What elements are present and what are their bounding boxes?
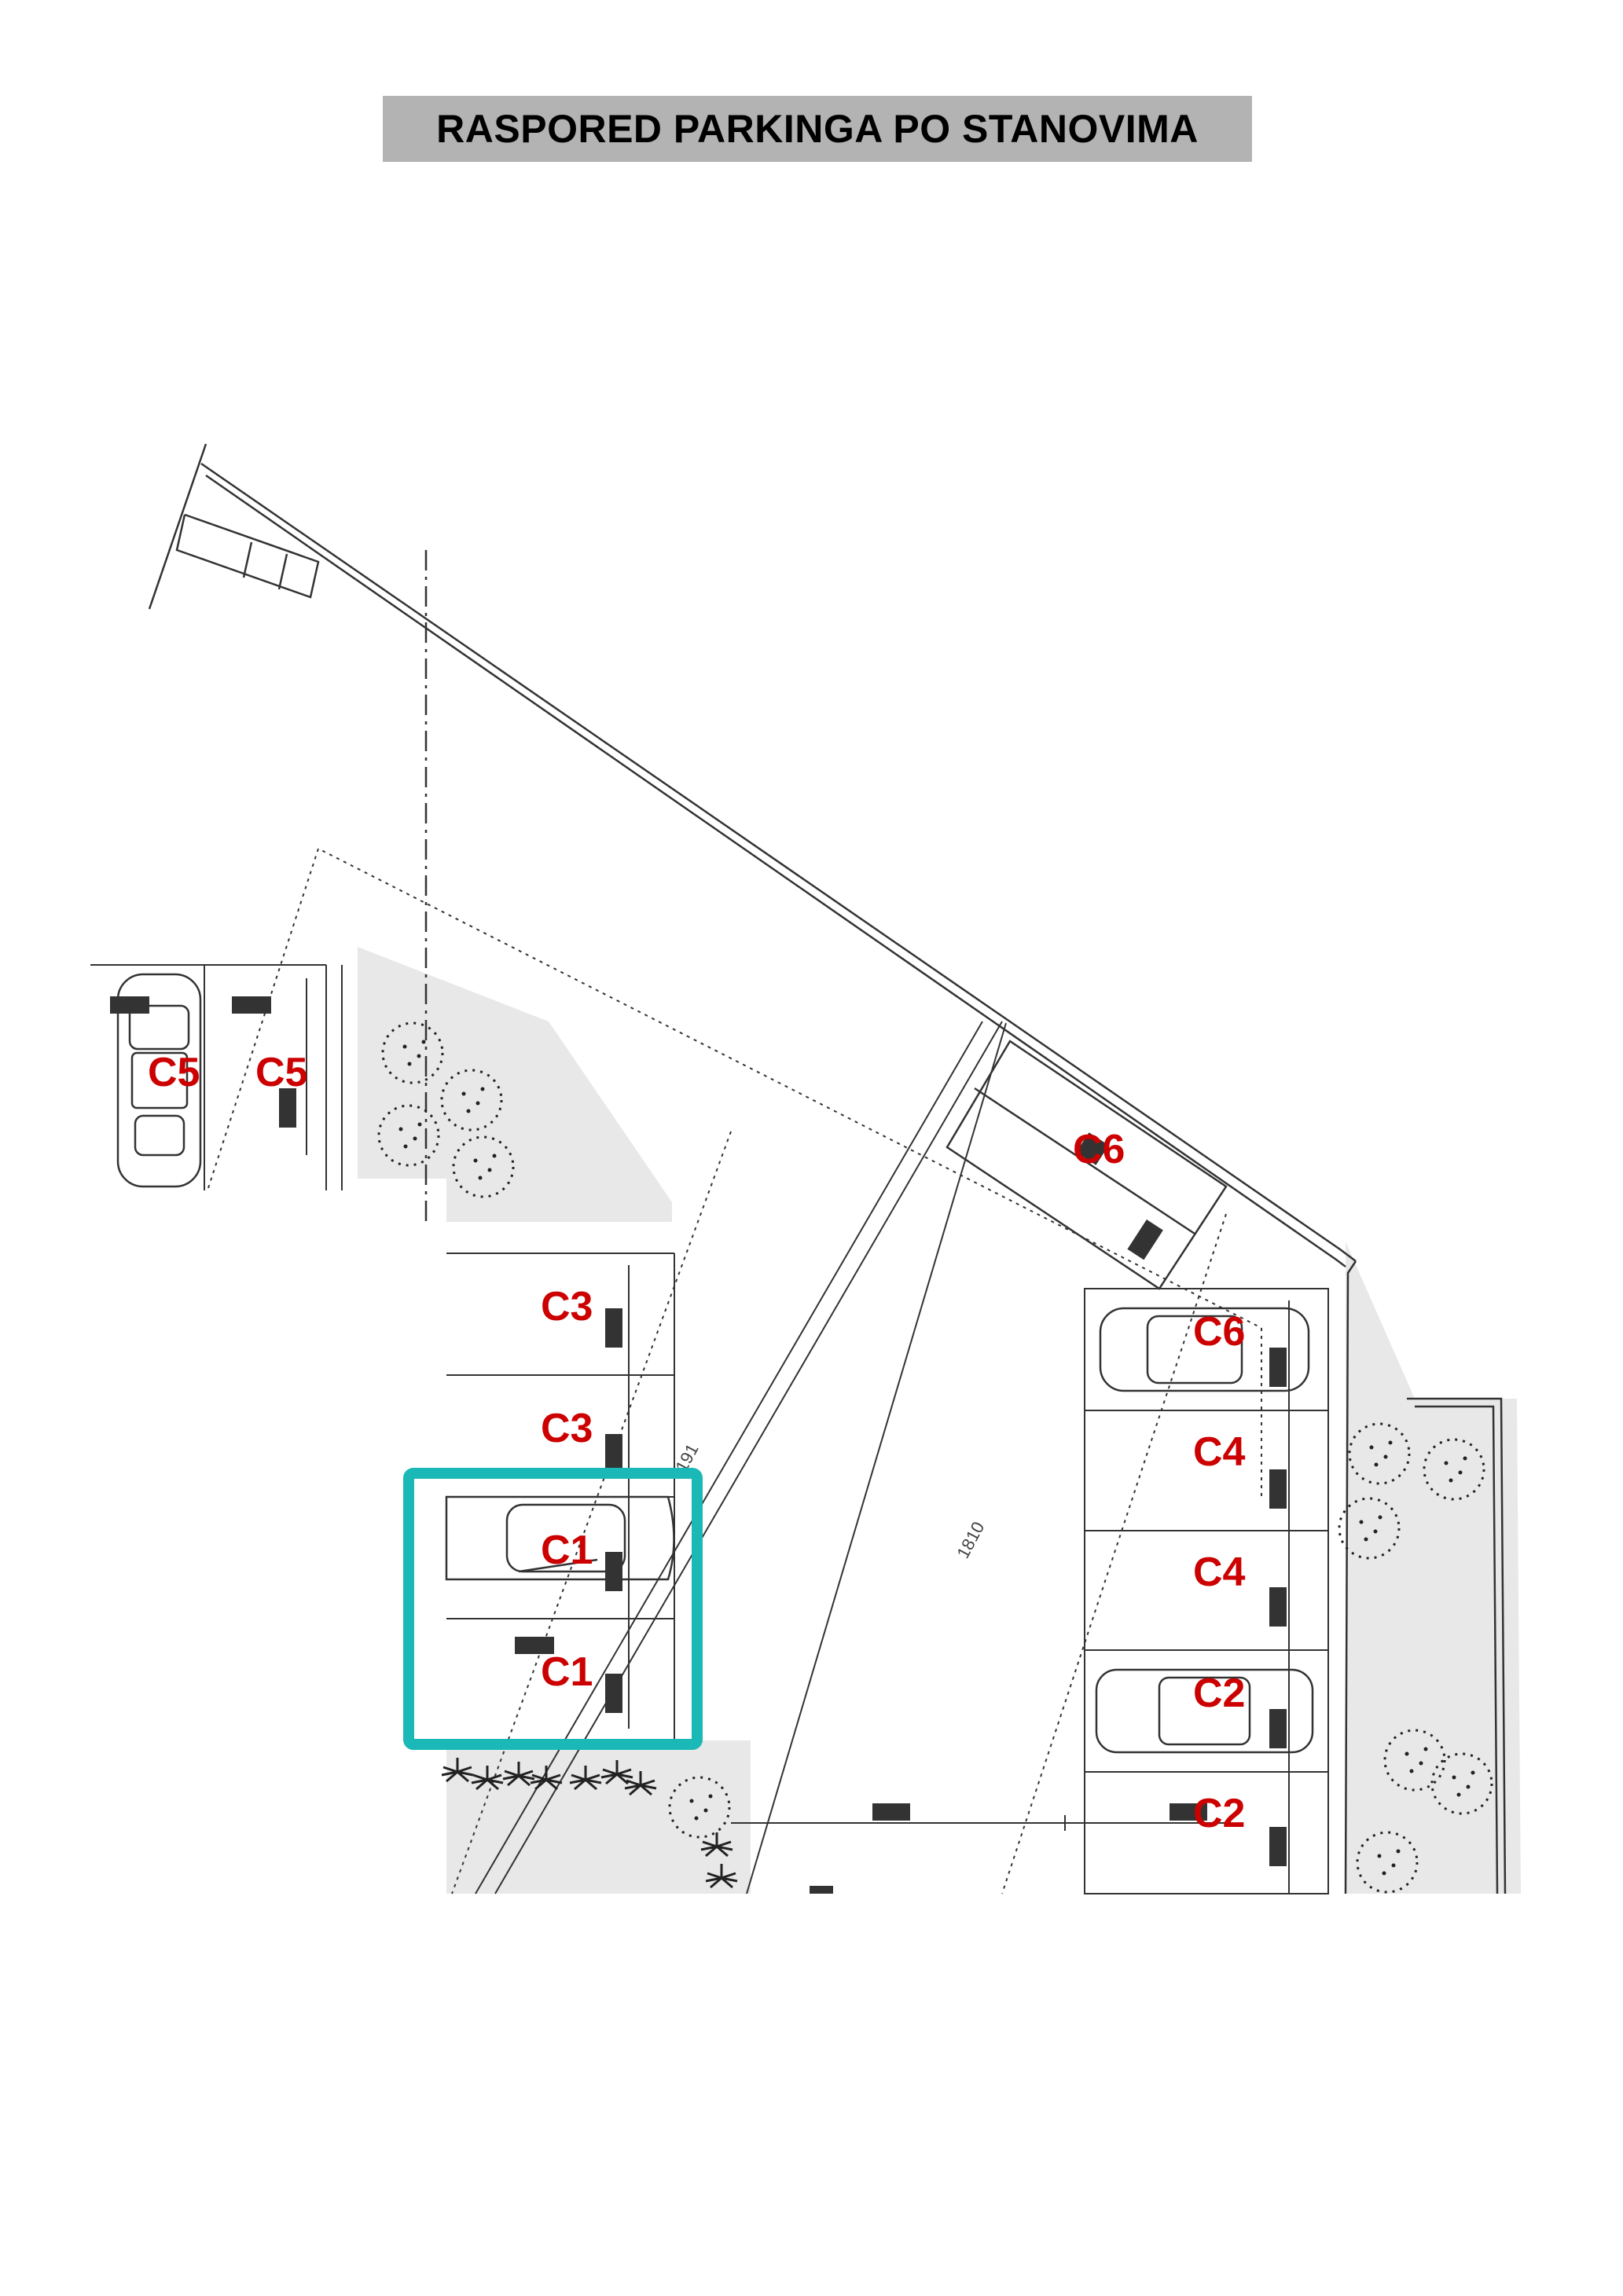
car-c1 — [445, 1495, 675, 1581]
car-c2 — [1095, 1668, 1314, 1754]
construction-lines — [207, 847, 1262, 1894]
label-c4-upper: C4 — [1193, 1429, 1246, 1475]
green-area-right — [1346, 1242, 1521, 1894]
marker — [1269, 1587, 1287, 1627]
marker — [1170, 1803, 1207, 1821]
label-c3-lower: C3 — [541, 1406, 593, 1451]
marker — [232, 996, 271, 1014]
dimension-line — [731, 1815, 1226, 1831]
marker — [1127, 1220, 1163, 1260]
title-banner: RASPORED PARKINGA PO STANOVIMA — [383, 96, 1252, 162]
right-parking-block — [1084, 1288, 1329, 1894]
car-c5 — [116, 973, 202, 1188]
label-c5-right: C5 — [255, 1050, 307, 1095]
label-c1-upper: C1 — [541, 1528, 593, 1573]
markers — [110, 996, 1287, 1894]
green-areas — [358, 947, 1521, 1894]
marker — [1269, 1348, 1287, 1387]
marker — [1269, 1827, 1287, 1866]
marker — [605, 1434, 622, 1473]
label-c2-lower: C2 — [1193, 1791, 1245, 1836]
marker — [605, 1674, 622, 1713]
marker — [872, 1803, 910, 1821]
car-c6 — [1099, 1307, 1310, 1392]
marker — [110, 996, 149, 1014]
marker — [515, 1637, 554, 1654]
marker — [279, 1088, 296, 1128]
page-title: RASPORED PARKINGA PO STANOVIMA — [436, 107, 1199, 151]
green-area-top — [358, 947, 672, 1222]
marker — [1076, 1132, 1109, 1165]
c5-parking-block — [90, 964, 343, 1190]
marker — [605, 1552, 622, 1591]
label-c3-upper: C3 — [541, 1284, 593, 1330]
property-boundary — [148, 443, 1507, 1894]
marker — [605, 1308, 622, 1348]
parking-labels: C5 C5 C6 C6 C3 C3 C4 C4 C1 C1 C2 C2 — [148, 1050, 1246, 1836]
dimension-label-1810: 1810 — [953, 1518, 988, 1561]
c1-highlight-frame — [403, 1468, 703, 1750]
label-c2-upper: C2 — [1193, 1671, 1245, 1716]
marker — [1269, 1469, 1287, 1509]
green-area-bottom — [446, 1740, 751, 1894]
label-c1-lower: C1 — [541, 1649, 593, 1695]
label-c6-top: C6 — [1073, 1127, 1125, 1172]
marker — [1269, 1709, 1287, 1748]
marker — [810, 1886, 833, 1894]
label-c6-car: C6 — [1193, 1309, 1245, 1355]
label-c5-left: C5 — [148, 1050, 200, 1095]
label-c4-lower: C4 — [1193, 1550, 1246, 1595]
